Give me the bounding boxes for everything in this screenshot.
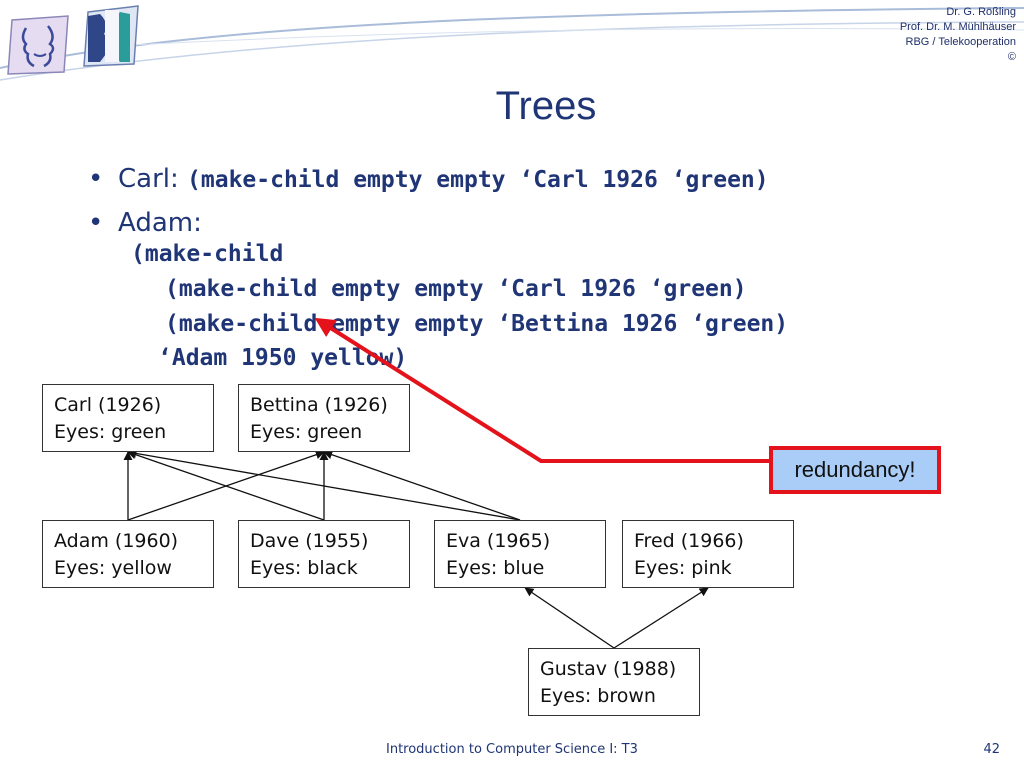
node-eyes: Eyes: black — [250, 557, 358, 579]
tree-node-dave: Dave (1955) Eyes: black — [238, 520, 410, 588]
edge-eva-to-carl — [127, 448, 521, 521]
code-snippet: (make-child empty empty ‘Carl 1926 ‘gree… — [187, 167, 769, 193]
bullet-dot: • — [88, 164, 104, 194]
tree-node-fred: Fred (1966) Eyes: pink — [622, 520, 794, 588]
tree-node-eva: Eva (1965) Eyes: blue — [434, 520, 606, 588]
credit-line: © — [1007, 51, 1016, 63]
tree-node-carl: Carl (1926) Eyes: green — [42, 384, 214, 452]
bullet-adam: • Adam: — [88, 208, 202, 238]
node-name: Adam (1960) — [54, 530, 179, 552]
node-eyes: Eyes: brown — [540, 685, 656, 707]
bullet-dot: • — [88, 208, 104, 238]
code-line: (make-child — [131, 241, 284, 267]
credit-line: Prof. Dr. M. Mühlhäuser — [899, 21, 1016, 33]
tree-node-gustav: Gustav (1988) Eyes: brown — [528, 648, 700, 716]
node-eyes: Eyes: yellow — [54, 557, 172, 579]
node-name: Eva (1965) — [446, 530, 551, 552]
edge-gustav-to-eva — [524, 587, 615, 649]
vase-logo — [78, 4, 144, 68]
edge-dave-to-carl — [127, 450, 325, 521]
node-name: Bettina (1926) — [250, 394, 388, 416]
node-eyes: Eyes: green — [54, 421, 167, 443]
footer-title: Introduction to Computer Science I: T3 — [386, 742, 638, 757]
node-name: Carl (1926) — [54, 394, 162, 416]
slide-title: Trees — [495, 84, 597, 128]
header-decoration — [0, 7, 1024, 81]
author-credits: Dr. G. Rößling Prof. Dr. M. Mühlhäuser R… — [900, 5, 1016, 65]
credit-line: Dr. G. Rößling — [946, 6, 1016, 18]
credit-line: RBG / Telekooperation — [905, 36, 1016, 48]
page-number: 42 — [983, 742, 1000, 757]
code-line: ‘Adam 1950 yellow) — [158, 345, 408, 371]
tree-node-adam: Adam (1960) Eyes: yellow — [42, 520, 214, 588]
redundancy-callout: redundancy! — [769, 446, 941, 494]
node-name: Gustav (1988) — [540, 658, 677, 680]
bullet-label: Adam: — [118, 208, 202, 238]
edge-gustav-to-fred — [613, 587, 709, 649]
edge-adam-to-bettina — [127, 450, 325, 521]
code-line: (make-child empty empty ‘Carl 1926 ‘gree… — [165, 276, 747, 302]
node-name: Fred (1966) — [634, 530, 744, 552]
node-name: Dave (1955) — [250, 530, 369, 552]
tree-node-bettina: Bettina (1926) Eyes: green — [238, 384, 410, 452]
node-eyes: Eyes: pink — [634, 557, 732, 579]
edge-eva-to-bettina — [323, 450, 521, 521]
faces-logo — [4, 14, 72, 76]
code-line: (make-child empty empty ‘Bettina 1926 ‘g… — [165, 311, 789, 337]
node-eyes: Eyes: green — [250, 421, 363, 443]
bullet-label: Carl: — [118, 164, 179, 194]
node-eyes: Eyes: blue — [446, 557, 545, 579]
bullet-carl: • Carl: (make-child empty empty ‘Carl 192… — [88, 164, 769, 194]
